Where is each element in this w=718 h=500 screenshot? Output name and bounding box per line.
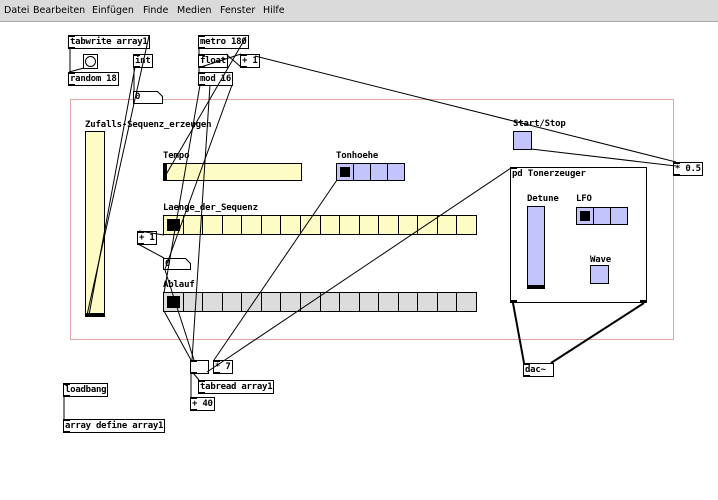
sequence-slider-label: Zufalls-Sequenz_erzeugen xyxy=(85,120,212,130)
radio-cell[interactable] xyxy=(320,216,341,235)
float-object[interactable]: float xyxy=(198,54,228,68)
length-radio[interactable] xyxy=(163,215,477,235)
radio-cell[interactable] xyxy=(577,208,594,225)
length-number-box[interactable]: 0 xyxy=(163,258,191,270)
radio-selected-mark xyxy=(167,296,180,308)
empty-object[interactable] xyxy=(190,360,209,374)
lfo-radio[interactable] xyxy=(576,207,628,225)
mod-object[interactable]: mod 16 xyxy=(198,72,234,86)
plus-one-length-object[interactable]: + 1 xyxy=(137,231,157,245)
radio-cell[interactable] xyxy=(242,216,262,235)
radio-cell[interactable] xyxy=(437,293,458,312)
wave-label: Wave xyxy=(590,255,612,265)
radio-cell[interactable] xyxy=(337,164,354,181)
menu-bearbeiten[interactable]: Bearbeiten xyxy=(33,5,86,16)
metro-object[interactable]: metro 180 xyxy=(198,35,249,49)
slider-knob[interactable] xyxy=(164,164,167,180)
subpatch-title: pd Tonerzeuger xyxy=(512,169,586,179)
radio-cell[interactable] xyxy=(222,216,243,235)
detune-label: Detune xyxy=(527,194,559,204)
detune-slider[interactable] xyxy=(527,206,545,289)
radio-cell[interactable] xyxy=(203,293,223,312)
multiply-seven-object[interactable]: * 7 xyxy=(213,360,233,374)
radio-cell[interactable] xyxy=(611,208,628,225)
radio-cell[interactable] xyxy=(281,216,301,235)
menu-finde[interactable]: Finde xyxy=(143,5,169,16)
progress-radio[interactable] xyxy=(163,292,477,312)
radio-cell[interactable] xyxy=(300,293,321,312)
tempo-slider[interactable] xyxy=(163,163,302,181)
radio-cell[interactable] xyxy=(379,216,399,235)
radio-cell[interactable] xyxy=(418,293,438,312)
patch-cord xyxy=(192,372,200,381)
radio-cell[interactable] xyxy=(320,293,341,312)
menu-datei[interactable]: Datei xyxy=(4,5,30,16)
tempo-label: Tempo xyxy=(163,151,190,161)
radio-cell[interactable] xyxy=(340,293,360,312)
radio-cell[interactable] xyxy=(398,293,419,312)
patch-cord xyxy=(225,53,242,68)
start-stop-label: Start/Stop xyxy=(513,119,566,129)
radio-selected-mark xyxy=(340,167,350,177)
number-box-value: 0 xyxy=(165,259,171,269)
tabwrite-object[interactable]: tabwrite array1 xyxy=(68,35,150,49)
radio-selected-mark xyxy=(580,211,590,221)
radio-cell[interactable] xyxy=(359,293,380,312)
radio-cell[interactable] xyxy=(371,164,388,181)
start-stop-toggle[interactable] xyxy=(513,131,532,150)
dac-object[interactable]: dac~ xyxy=(523,363,554,377)
pitch-radio[interactable] xyxy=(336,163,405,181)
radio-cell[interactable] xyxy=(183,216,204,235)
multiply-half-object[interactable]: * 0.5 xyxy=(673,162,703,176)
pitch-label: Tonhoehe xyxy=(336,151,379,161)
radio-cell[interactable] xyxy=(398,216,419,235)
menu-hilfe[interactable]: Hilfe xyxy=(263,5,285,16)
radio-cell[interactable] xyxy=(164,216,184,235)
menu-medien[interactable]: Medien xyxy=(177,5,212,16)
radio-cell[interactable] xyxy=(340,216,360,235)
wave-toggle[interactable] xyxy=(590,265,609,284)
radio-cell[interactable] xyxy=(281,293,301,312)
slider-knob[interactable] xyxy=(528,285,544,288)
radio-cell[interactable] xyxy=(457,216,477,235)
menu-einfuegen[interactable]: Einfügen xyxy=(92,5,134,16)
sequence-slider[interactable] xyxy=(85,131,105,317)
plus-one-object[interactable]: + 1 xyxy=(240,54,260,68)
random-object[interactable]: random 18 xyxy=(68,72,119,86)
radio-cell[interactable] xyxy=(203,216,223,235)
radio-cell[interactable] xyxy=(388,164,405,181)
plus-forty-object[interactable]: + 40 xyxy=(190,397,215,411)
progress-label: Ablauf xyxy=(163,280,195,290)
length-label: Laenge_der_Sequenz xyxy=(163,203,258,213)
slider-knob[interactable] xyxy=(86,313,104,316)
radio-cell[interactable] xyxy=(354,164,371,181)
radio-cell[interactable] xyxy=(261,216,282,235)
radio-cell[interactable] xyxy=(222,293,243,312)
menu-fenster[interactable]: Fenster xyxy=(220,5,256,16)
radio-cell[interactable] xyxy=(164,293,184,312)
menu-bar: Datei Bearbeiten Einfügen Finde Medien F… xyxy=(0,0,718,22)
number-box-value: 0 xyxy=(135,92,141,102)
counter-number-box[interactable]: 0 xyxy=(133,91,163,104)
radio-cell[interactable] xyxy=(242,293,262,312)
bang-button[interactable] xyxy=(83,54,98,69)
radio-cell[interactable] xyxy=(437,216,458,235)
lfo-label: LFO xyxy=(576,194,592,204)
tonerzeuger-subpatch[interactable]: pd Tonerzeuger Detune LFO Wave xyxy=(510,167,647,303)
radio-cell[interactable] xyxy=(457,293,477,312)
subpatch-outlet xyxy=(640,300,647,303)
int-object[interactable]: int xyxy=(133,54,153,68)
radio-cell[interactable] xyxy=(379,293,399,312)
radio-cell[interactable] xyxy=(594,208,611,225)
radio-cell[interactable] xyxy=(418,216,438,235)
radio-cell[interactable] xyxy=(359,216,380,235)
array-define-object[interactable]: array define array1 xyxy=(63,419,166,433)
loadbang-object[interactable]: loadbang xyxy=(63,383,109,397)
radio-cell[interactable] xyxy=(261,293,282,312)
radio-cell[interactable] xyxy=(183,293,204,312)
radio-selected-mark xyxy=(167,219,180,231)
radio-cell[interactable] xyxy=(300,216,321,235)
tabread-object[interactable]: tabread array1 xyxy=(198,380,275,394)
bang-circle-icon xyxy=(85,56,96,67)
